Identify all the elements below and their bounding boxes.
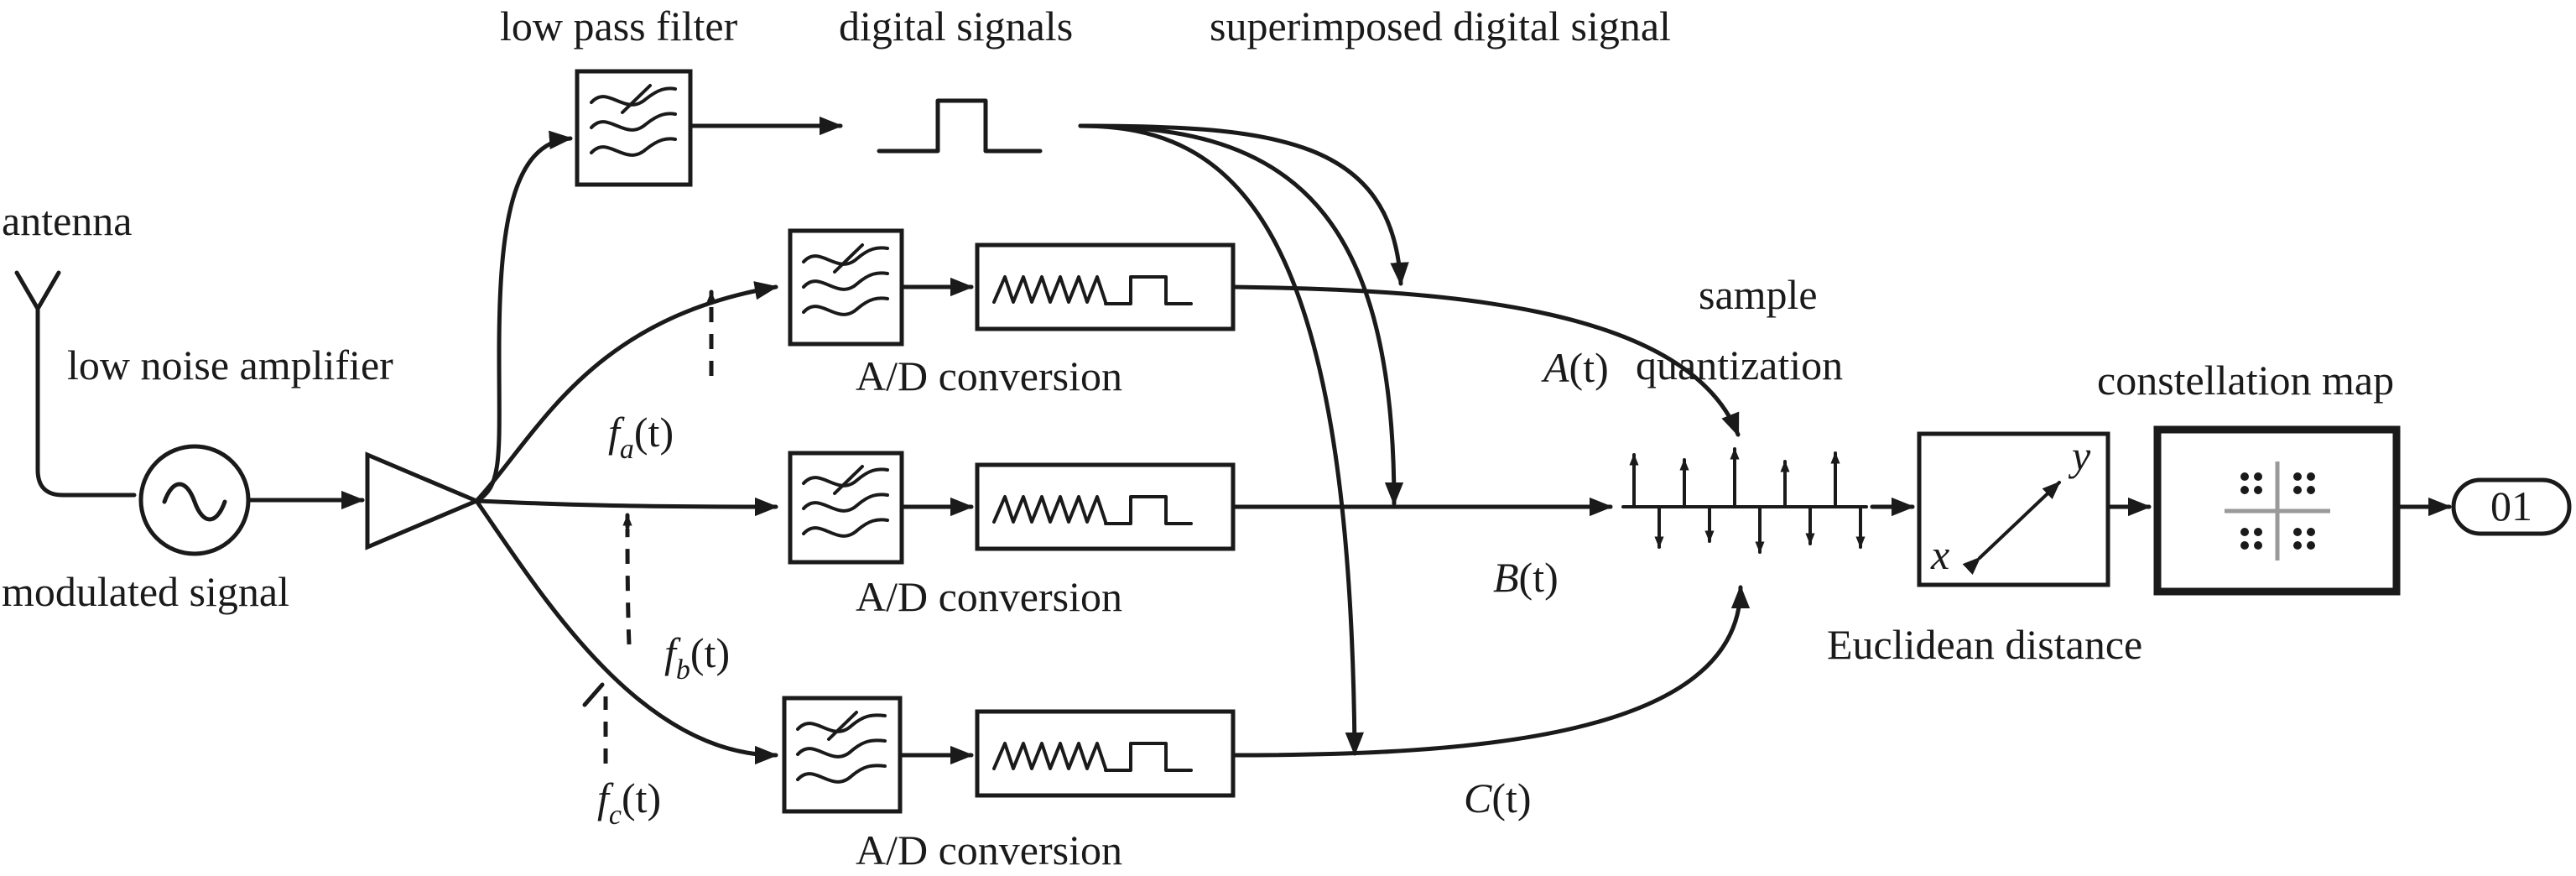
low-pass-filter-top — [575, 69, 693, 187]
ad-converter-a — [975, 242, 1236, 331]
low-noise-amplifier-label: low noise amplifier — [67, 342, 393, 388]
digital-signals-label: digital signals — [839, 3, 1073, 50]
branch-c-wire — [474, 498, 778, 765]
antenna-label: antenna — [2, 197, 132, 244]
superimposed-digital-signal-label: superimposed digital signal — [1210, 3, 1671, 50]
c-to-quantizer-wire — [1231, 585, 1751, 758]
modulated-signal-source-icon — [138, 444, 251, 556]
quantization-label: quantization — [1636, 342, 1843, 388]
C-signal-label: C(t) — [1464, 774, 1532, 821]
modulated-signal-label: modulated signal — [2, 568, 289, 615]
superimposed-to-b-wire — [1078, 123, 1404, 506]
filter-c — [782, 696, 903, 814]
A-signal-label: A(t) — [1541, 344, 1609, 391]
antenna-icon — [14, 270, 137, 498]
superimposed-to-a-wire — [1078, 123, 1409, 286]
a-to-quantizer-wire — [1231, 284, 1741, 437]
fb-dashed-line — [625, 528, 632, 645]
ad-conversion-c-label: A/D conversion — [856, 826, 1122, 873]
ad-conversion-a-label: A/D conversion — [856, 352, 1122, 399]
output-terminal — [2451, 477, 2572, 536]
fb-label: fb(t) — [664, 629, 730, 686]
euclidean-distance-label: Euclidean distance — [1827, 621, 2142, 668]
constellation-map-label: constellation map — [2097, 357, 2394, 404]
branch-a-wire — [474, 281, 778, 503]
fa-label: fa(t) — [608, 409, 674, 465]
sample-label: sample — [1699, 271, 1818, 318]
sample-quantization-icon — [1621, 447, 1868, 554]
superimposed-to-c-wire — [1078, 123, 1364, 756]
ad-conversion-b-label: A/D conversion — [856, 573, 1122, 620]
filter-a — [788, 228, 904, 347]
constellation-map-box — [2153, 425, 2401, 596]
low-pass-filter-label: low pass filter — [500, 3, 738, 50]
amplifier-icon — [365, 451, 482, 550]
euclidean-distance-box — [1917, 431, 2110, 587]
filter-b — [788, 451, 904, 565]
B-signal-label: B(t) — [1493, 554, 1559, 601]
constellation-points — [2240, 472, 2315, 550]
fc-label: fc(t) — [597, 774, 661, 831]
output-label: 01 — [2490, 482, 2532, 529]
axis-x-label: x — [1930, 531, 1949, 578]
digital-signal-pulse-icon — [877, 98, 1043, 154]
ad-converter-c — [975, 709, 1236, 798]
branch-b-wire — [474, 497, 778, 517]
ad-converter-b — [975, 462, 1236, 551]
axis-y-label: y — [2068, 432, 2091, 479]
